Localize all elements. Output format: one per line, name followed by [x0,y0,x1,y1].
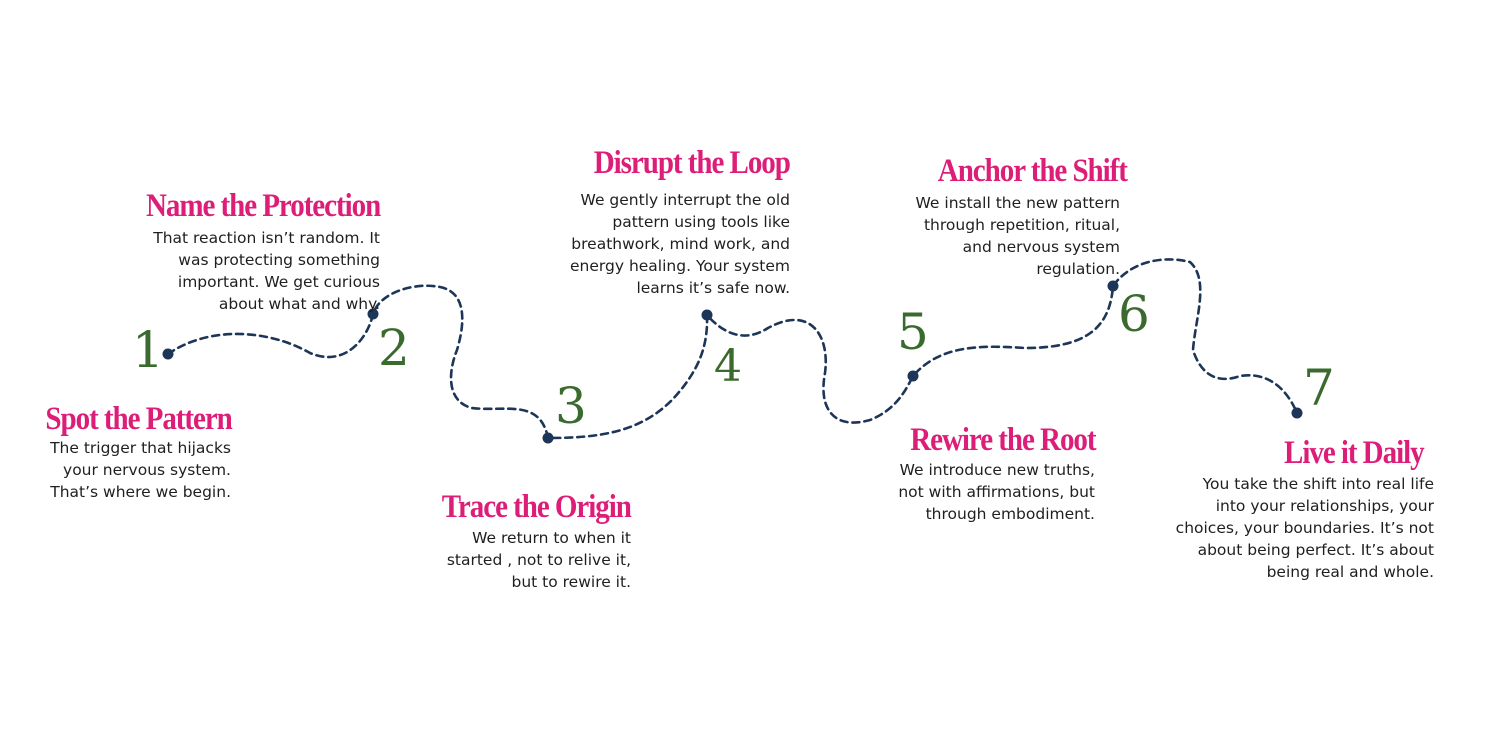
step-number-2: 2 [378,319,410,377]
node-dot-5 [907,370,919,382]
step-description-7: You take the shift into real life into y… [1176,473,1434,583]
step-title-4: Disrupt the Loop [593,145,791,181]
step-5-line: not with affirmations, but [898,483,1095,501]
step-title-6: Anchor the Shift [937,153,1128,189]
step-number-6: 6 [1118,285,1150,343]
node-dot-7 [1291,407,1303,419]
step-7-line: You take the shift into real life [1202,475,1434,493]
step-4-line: pattern using tools like [612,213,790,231]
node-dot-1 [162,348,174,360]
step-1-line: your nervous system. [63,461,231,479]
step-description-2: That reaction isn’t random. It was prote… [153,227,380,315]
step-title-7: Live it Daily [1284,435,1425,471]
step-7-line: choices, your boundaries. It’s not [1175,519,1434,537]
step-5-line: We introduce new truths, [899,461,1095,479]
step-number-1: 1 [132,321,164,379]
step-6-line: We install the new pattern [915,194,1120,212]
node-dot-2 [367,308,379,320]
node-dot-6 [1107,280,1119,292]
step-4-line: breathwork, mind work, and [571,235,790,253]
node-dot-4 [701,309,713,321]
step-2-line: was protecting something [178,251,380,269]
step-3-line: We return to when it [472,529,631,547]
step-7-line: into your relationships, your [1215,497,1434,515]
step-title-2: Name the Protection [145,188,381,224]
step-description-6: We install the new pattern through repet… [916,192,1120,280]
step-title-3: Trace the Origin [441,489,632,525]
step-1-line: That’s where we begin. [50,483,231,501]
node-dot-3 [542,432,554,444]
step-1-line: The trigger that hijacks [50,439,231,457]
step-4-line: learns it’s safe now. [636,279,790,297]
step-6-line: through repetition, ritual, [923,216,1120,234]
step-description-5: We introduce new truths, not with affirm… [898,459,1095,525]
step-number-3: 3 [555,377,587,435]
step-number-5: 5 [897,303,929,361]
step-2-line: important. We get curious [177,273,380,291]
step-3-line: but to rewire it. [511,573,631,591]
step-4-line: energy healing. Your system [570,257,790,275]
step-7-line: about being perfect. It’s about [1197,541,1434,559]
step-description-3: We return to when it started , not to re… [447,527,631,593]
step-3-line: started , not to relive it, [446,551,631,569]
step-description-1: The trigger that hijacks your nervous sy… [50,437,231,503]
step-4-line: We gently interrupt the old [580,191,790,209]
step-number-7: 7 [1303,359,1335,417]
step-7-line: being real and whole. [1266,563,1434,581]
step-number-4: 4 [714,341,742,392]
dashed-route [166,258,1299,440]
step-2-line: about what and why. [218,295,380,313]
step-5-line: through embodiment. [925,505,1095,523]
step-2-line: That reaction isn’t random. It [153,229,380,247]
step-title-1: Spot the Pattern [45,401,233,437]
step-6-line: regulation. [1036,260,1120,278]
step-title-5: Rewire the Root [909,422,1096,458]
step-6-line: and nervous system [962,238,1120,256]
step-description-4: We gently interrupt the old pattern usin… [570,189,790,299]
